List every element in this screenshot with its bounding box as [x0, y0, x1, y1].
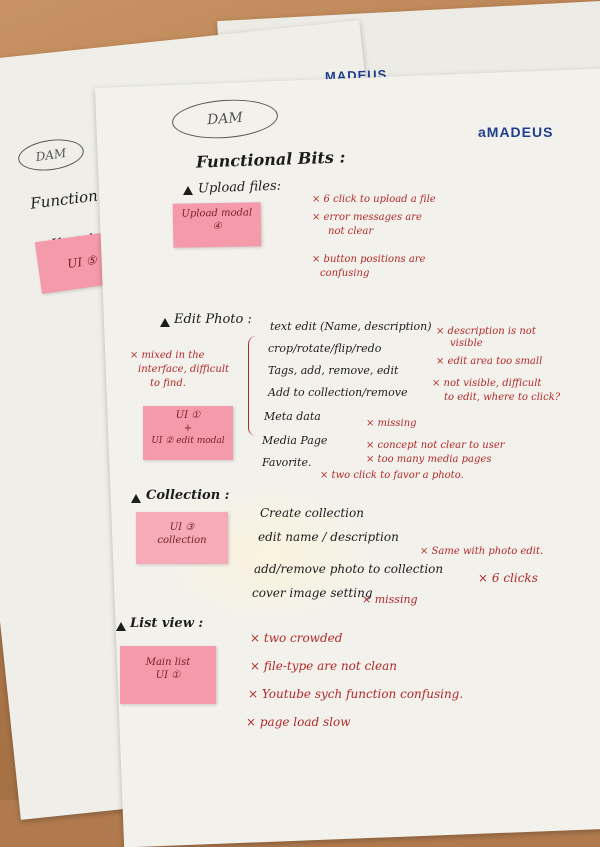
front-logo: aMADEUS	[478, 124, 554, 140]
list-issue-2: × file-type are not clean	[250, 659, 398, 673]
upload-heading: Upload files:	[197, 178, 282, 197]
edit-sticky-note: UI ① + UI ② edit modal	[143, 406, 233, 460]
upload-issue-5: confusing	[320, 268, 370, 279]
edit-sticky-line-1: UI ①	[175, 410, 201, 421]
edit-issue-6: × missing	[366, 418, 417, 429]
collection-issue-3: × missing	[362, 593, 418, 606]
collection-issue-1: × Same with photo edit.	[420, 546, 544, 557]
edit-item-7: Favorite.	[262, 456, 312, 469]
collection-sticky-line-2: collection	[157, 535, 207, 546]
edit-item-5: Meta data	[264, 410, 321, 423]
upload-sticky-note: Upload modal ④	[172, 202, 262, 248]
edit-item-3: Tags, add, remove, edit	[268, 364, 399, 377]
collection-item-3: add/remove photo to collection	[254, 562, 444, 576]
upload-issue-4: × button positions are	[312, 254, 426, 265]
collection-issue-2: × 6 clicks	[478, 571, 538, 585]
list-sticky-line-2: UI ①	[155, 670, 181, 681]
upload-issue-1: × 6 click to upload a file	[312, 194, 436, 205]
edit-issue-4: × not visible, difficult	[432, 378, 542, 389]
collection-heading: Collection :	[146, 488, 230, 503]
upload-issue-2: × error messages are	[312, 212, 422, 223]
edit-heading: Edit Photo :	[174, 312, 252, 327]
list-heading: List view :	[130, 616, 204, 631]
edit-issue-1: × description is not	[436, 326, 536, 337]
collection-sticky-line-1: UI ③	[169, 522, 195, 533]
edit-item-6: Media Page	[262, 434, 328, 447]
edit-side-note-3: to find.	[150, 378, 186, 389]
edit-item-4: Add to collection/remove	[268, 386, 408, 399]
list-sticky-line-1: Main list	[145, 657, 191, 668]
list-bullet-icon	[116, 622, 126, 631]
list-issue-4: × page load slow	[246, 715, 351, 729]
collection-item-4: cover image setting	[252, 586, 373, 600]
edit-side-note-1: × mixed in the	[130, 350, 205, 361]
edit-issue-9: × two click to favor a photo.	[320, 470, 464, 481]
edit-issue-7: × concept not clear to user	[366, 440, 505, 451]
edit-issue-3: × edit area too small	[436, 356, 543, 367]
collection-sticky-note: UI ③ collection	[136, 512, 228, 564]
edit-issue-2: visible	[450, 338, 483, 349]
upload-issue-3: not clear	[328, 226, 374, 237]
edit-side-note-2: interface, difficult	[138, 364, 230, 375]
edit-sticky-line-3: UI ② edit modal	[151, 436, 225, 446]
back-sticky-text: UI ⑤	[66, 253, 98, 271]
upload-sticky-line-2: ④	[212, 220, 222, 233]
edit-issue-5: to edit, where to click?	[444, 392, 561, 403]
edit-bracket-line	[248, 336, 259, 436]
edit-bullet-icon	[160, 318, 170, 327]
edit-item-1: text edit (Name, description)	[270, 320, 432, 333]
collection-item-2: edit name / description	[258, 530, 399, 544]
edit-issue-8: × too many media pages	[366, 454, 492, 465]
edit-item-2: crop/rotate/flip/redo	[268, 342, 382, 355]
collection-bullet-icon	[131, 494, 141, 503]
upload-bullet-icon	[183, 186, 193, 195]
upload-sticky-line-1: Upload modal	[181, 207, 253, 220]
list-issue-1: × two crowded	[250, 631, 343, 645]
edit-sticky-line-2: +	[183, 423, 193, 434]
collection-item-1: Create collection	[260, 506, 364, 520]
list-sticky-note: Main list UI ①	[120, 646, 216, 704]
list-issue-3: × Youtube sych function confusing.	[248, 687, 464, 701]
